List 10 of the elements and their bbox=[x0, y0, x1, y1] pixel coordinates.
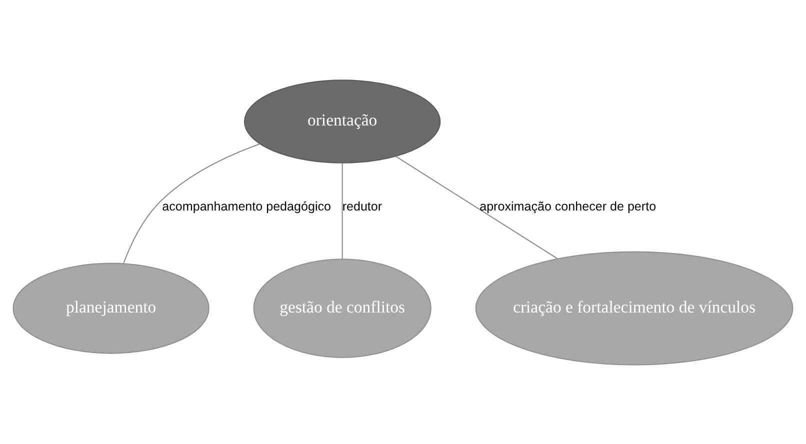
node-ellipse: criação e fortalecimento de vínculos bbox=[475, 250, 794, 365]
node-ellipse: orientação bbox=[244, 79, 441, 163]
node-ellipse: gestão de conflitos bbox=[253, 258, 432, 358]
edge-label: redutor bbox=[342, 199, 382, 214]
edge-label: aproximação conhecer de perto bbox=[480, 199, 656, 214]
connector bbox=[395, 155, 558, 259]
node-ellipse: planejamento bbox=[12, 262, 210, 354]
edge-label: acompanhamento pedagógico bbox=[162, 199, 331, 214]
connector bbox=[342, 162, 343, 258]
connector bbox=[123, 143, 260, 264]
